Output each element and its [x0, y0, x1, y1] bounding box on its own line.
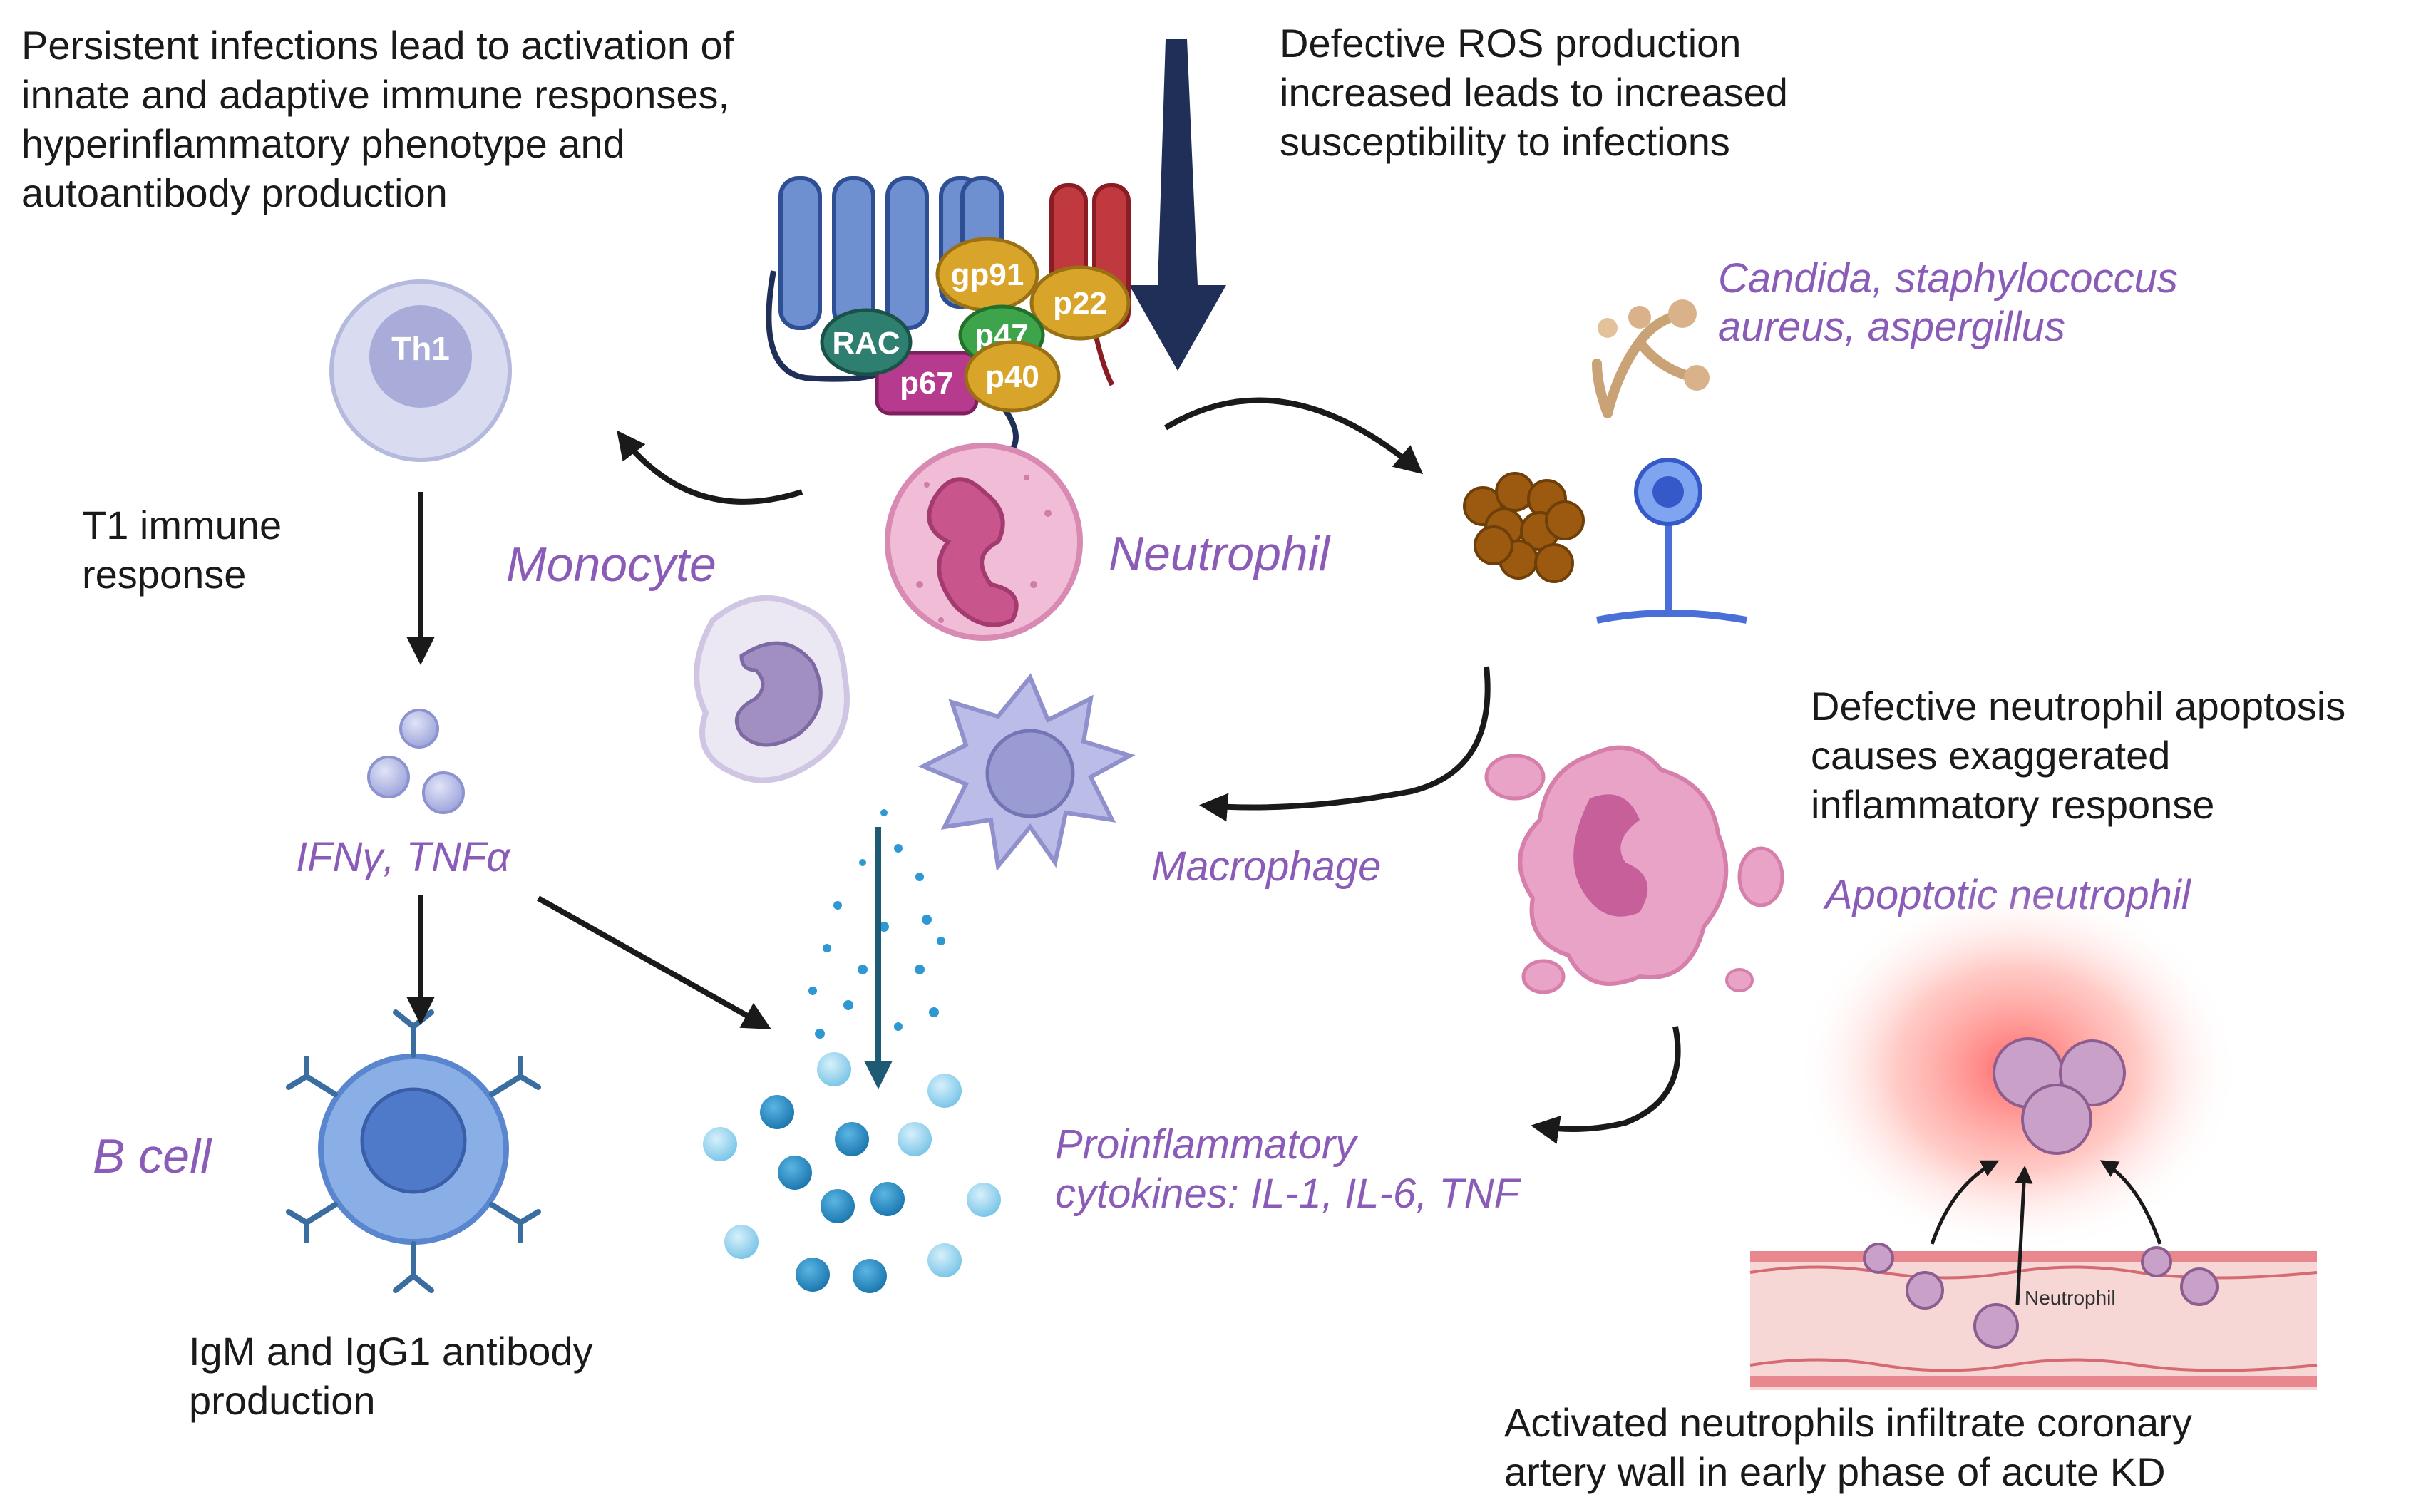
t1-response-text: T1 immune response: [82, 503, 293, 597]
p40-subunit: [964, 340, 1061, 413]
rac-subunit: [820, 308, 913, 376]
defective-ros-text: Defective ROS production increased leads…: [1280, 21, 1799, 164]
coronary-vessel-panel: Neutrophil: [1749, 884, 2318, 1390]
defective-apoptosis-text: Defective neutrophil apoptosis causes ex…: [1811, 684, 2357, 827]
svg-text:p22: p22: [1053, 286, 1107, 321]
flow-arrows: [406, 397, 1681, 1144]
pathogens-group: [1463, 299, 1747, 624]
b-cell: [286, 1009, 541, 1293]
neutrophil-cell: [885, 443, 1083, 641]
th1-cytokine-balls: [367, 709, 465, 814]
apoptotic-neutrophil-cell: [1484, 745, 1784, 994]
svg-text:p67: p67: [900, 366, 954, 401]
persistent-infections-text: Persistent infections lead to activation…: [21, 23, 745, 215]
macrophage-label: Macrophage: [1151, 843, 1381, 890]
nadph-oxidase-complex: p67 RAC gp91 p22 p47 p40: [766, 176, 1131, 473]
proinflammatory-label: Proinflammatory cytokines: IL-1, IL-6, T…: [1055, 1121, 1522, 1217]
cytokine-spray: [808, 809, 945, 1089]
coronary-text: Activated neutrophils infiltrate coronar…: [1504, 1400, 2204, 1494]
svg-text:p40: p40: [985, 359, 1039, 394]
vessel-neutrophil-label: Neutrophil: [2025, 1287, 2116, 1309]
p22-subunit: [1029, 265, 1131, 341]
th1-cell: Th1: [329, 279, 512, 462]
ros-down-arrow: [1129, 39, 1226, 371]
svg-text:gp91: gp91: [951, 257, 1024, 292]
macrophage-cell: [917, 673, 1136, 872]
b-cell-label: B cell: [93, 1129, 212, 1183]
arrow-apoptotic-to-proinflammatory: [1531, 1026, 1681, 1144]
arrow-to-th1: [617, 430, 803, 505]
monocyte-label: Monocyte: [506, 538, 716, 592]
arrow-cytokines-to-proinflammatory: [537, 895, 771, 1029]
pathogens-label: Candida, staphylococcus aureus, aspergil…: [1718, 255, 2189, 350]
antibody-production-text: IgM and IgG1 antibody production: [189, 1329, 604, 1423]
ifn-tnf-label: IFNγ, TNFα: [296, 834, 511, 880]
proinflammatory-cytokine-balls: [703, 1052, 1001, 1293]
svg-text:RAC: RAC: [832, 326, 900, 361]
arrow-to-pathogens: [1163, 397, 1424, 475]
arrow-to-macrophage: [1199, 666, 1491, 822]
neutrophil-label: Neutrophil: [1109, 527, 1331, 581]
svg-text:Th1: Th1: [391, 330, 450, 367]
monocyte-cell: [694, 595, 850, 783]
